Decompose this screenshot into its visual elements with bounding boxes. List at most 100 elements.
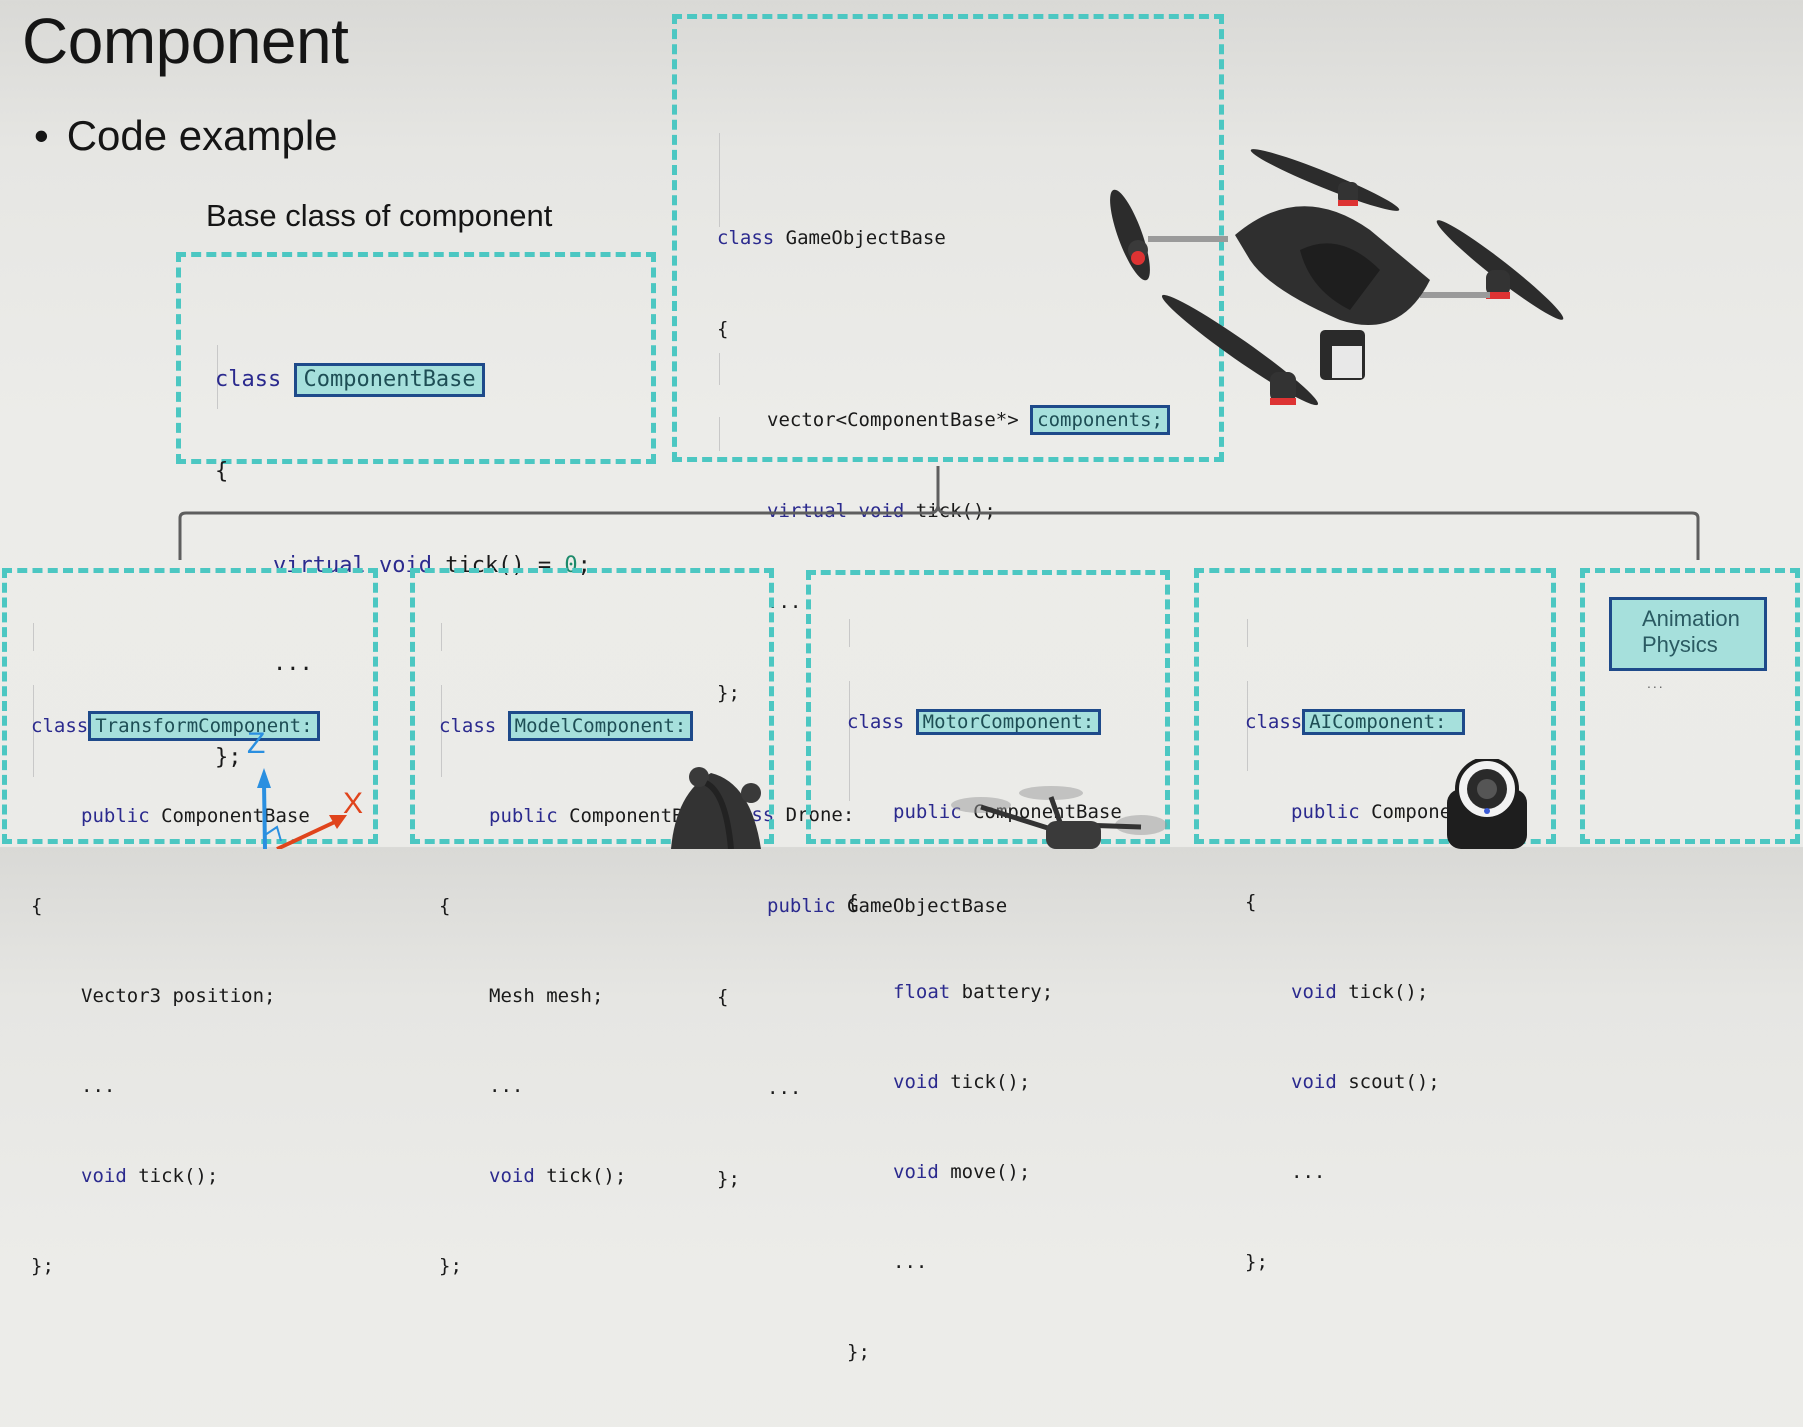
kw-virtual: virtual (767, 500, 848, 522)
axis-x-label: X (343, 787, 363, 820)
open-brace: { (717, 318, 729, 340)
code-keyword: void (893, 1071, 939, 1093)
indent-guide (849, 619, 850, 647)
class-name-drone: Drone: (785, 804, 855, 826)
bullet-text: Code example (66, 112, 338, 159)
drone-quadcopter-image (1110, 149, 1564, 406)
indent-guide (719, 133, 720, 227)
indent-guide (849, 681, 850, 801)
close-brace: }; (215, 745, 242, 770)
code-keyword: void (81, 1165, 127, 1187)
close-brace: }; (717, 682, 740, 704)
base-class-box: class ComponentBase { virtual void tick(… (176, 252, 656, 770)
slide-title: Component (22, 5, 349, 77)
highlight-motorcomponent: MotorComponent: (915, 709, 1102, 735)
kw-class: class (847, 711, 905, 733)
arm (1148, 236, 1228, 242)
motor-component-box: class MotorComponent: public ComponentBa… (806, 570, 1170, 1363)
code-statement: move(); (938, 1161, 1031, 1183)
code-statement: battery; (950, 981, 1054, 1003)
highlight-components: components; (1030, 405, 1170, 435)
code-statement: tick(); (938, 1071, 1031, 1093)
ellipsis: ... (273, 651, 313, 676)
kw-void: void (858, 500, 905, 522)
model-component-box: class ModelComponent: public ComponentBa… (410, 568, 774, 1277)
kw-class: class (31, 715, 89, 737)
xyz-axis-icon: Z X (247, 727, 363, 849)
physics-label: Physics (1642, 632, 1718, 657)
kw-public: public (489, 805, 558, 827)
indent-guide (441, 685, 442, 777)
code-statement: ... (893, 1251, 928, 1273)
indent-guide (719, 353, 720, 385)
kw-class: class (439, 715, 497, 737)
base-class-name: ComponentBase (161, 805, 310, 827)
highlight-transformcomponent: TransformComponent: (88, 711, 320, 741)
vector-decl: vector<ComponentBase*> (767, 409, 1019, 431)
other-ellipsis: ... (1647, 675, 1665, 691)
animation-label: Animation (1642, 606, 1740, 631)
bullet-dot-icon: • (34, 112, 49, 159)
kw-class: class (1245, 711, 1303, 733)
open-brace: { (215, 459, 229, 484)
class-name: GameObjectBase (785, 227, 946, 249)
ellipsis: ... (767, 591, 802, 613)
code-keyword: float (893, 981, 951, 1003)
other-components-box: Animation Physics ... (1580, 568, 1800, 844)
indent-guide (719, 417, 720, 451)
method-tick: tick(); (915, 500, 996, 522)
close-brace: }; (31, 1255, 54, 1277)
kw-class: class (717, 227, 775, 249)
bullet-code-example: • Code example (34, 112, 338, 160)
code-statement: ... (489, 1075, 524, 1097)
kw-public: public (81, 805, 150, 827)
highlight-modelcomponent: ModelComponent: (507, 711, 694, 741)
drone-spinning-props-image (951, 786, 1167, 849)
indent-guide (217, 345, 218, 409)
code-statement: Mesh mesh; (489, 985, 604, 1007)
base-class-caption: Base class of component (206, 198, 553, 233)
motor-component-code: class MotorComponent: public ComponentBa… (847, 587, 1122, 1427)
camera (1332, 346, 1362, 378)
code-statement: tick(); (534, 1165, 627, 1187)
open-brace: { (31, 895, 43, 917)
drone-folded-model-image (671, 767, 761, 849)
propeller-left (1110, 189, 1150, 281)
code-statement: ... (1291, 1161, 1326, 1183)
kw-class: class (215, 367, 282, 392)
indent-guide (33, 623, 34, 651)
open-brace: { (1245, 891, 1257, 913)
code-statement: ... (81, 1075, 116, 1097)
other-components-highlight: Animation Physics (1609, 597, 1767, 671)
arm (1420, 292, 1490, 298)
code-keyword: void (1291, 1071, 1337, 1093)
code-statement: scout(); (1336, 1071, 1440, 1093)
code-statement: tick(); (1336, 981, 1429, 1003)
code-keyword: void (893, 1161, 939, 1183)
close-brace: }; (1245, 1251, 1268, 1273)
indent-guide (33, 685, 34, 777)
code-keyword: void (1291, 981, 1337, 1003)
propeller-top (1250, 149, 1400, 211)
code-keyword: void (489, 1165, 535, 1187)
code-statement: tick(); (126, 1165, 219, 1187)
indent-guide (1247, 619, 1248, 647)
propeller-bottom (1161, 294, 1319, 406)
close-brace: }; (439, 1255, 462, 1277)
indent-guide (441, 623, 442, 651)
propeller-right (1436, 220, 1564, 320)
open-brace: { (847, 891, 859, 913)
indent-guide (1247, 681, 1248, 771)
kw-public: public (893, 801, 962, 823)
axis-z-label: Z (247, 727, 265, 760)
kw-public: public (1291, 801, 1360, 823)
open-brace: { (439, 895, 451, 917)
model-component-code: class ModelComponent: public ComponentBa… (439, 591, 718, 1341)
close-brace: }; (847, 1341, 870, 1363)
code-statement: Vector3 position; (81, 985, 276, 1007)
highlight-aicomponent: AIComponent: (1302, 709, 1466, 735)
